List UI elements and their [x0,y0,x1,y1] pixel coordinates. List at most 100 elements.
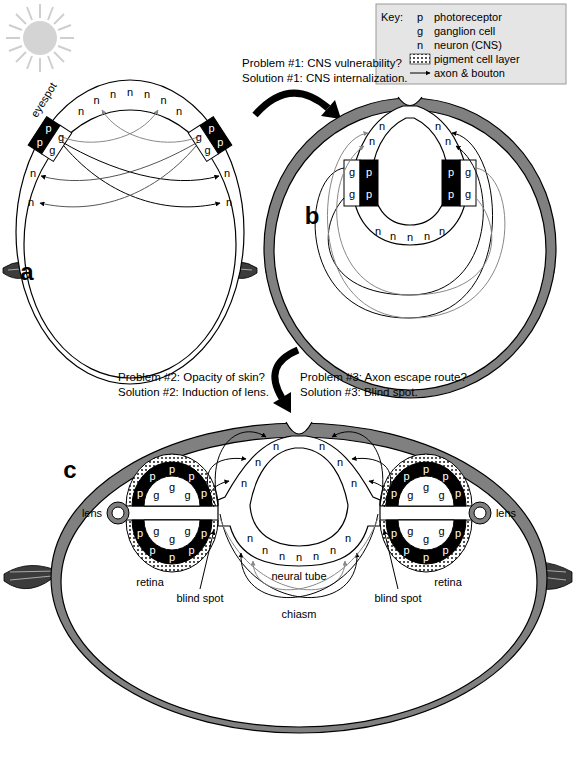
axon [210,481,229,507]
panel-letter: b [305,204,320,228]
cell-letter: p [366,167,372,178]
part-label: lens [82,508,102,519]
part-label: eyespot [29,81,59,120]
cell-letter: g [169,482,175,493]
cell-letter: p [45,123,51,134]
cell-letter: p [201,527,207,538]
axon [62,142,219,181]
cell-letter: g [153,525,159,536]
axon [332,432,383,505]
cell-letter: n [279,551,285,562]
axon [40,146,196,207]
embryo-a [16,80,244,384]
fin-stripe [10,571,55,572]
embryo-b [264,98,556,398]
eye [474,507,486,519]
embryo-c [286,422,312,434]
cell-letter: p [37,136,43,147]
cell-letter: p [201,488,207,499]
axon [328,146,483,295]
cell-letter: p [188,545,194,556]
cell-letter: p [137,488,143,499]
blind-spot-pointer [384,530,398,589]
axon [215,432,266,505]
transition-arrow [255,93,328,115]
cell-letter: n [144,89,150,100]
solution-note: Solution #2: Induction of lens. [118,387,269,399]
solution-note: Solution #3: Blind spot. [300,387,418,399]
cell-letter: g [169,534,175,545]
eye [380,520,472,572]
sun [23,21,57,55]
cell-letter: g [49,145,55,156]
cell-letter: g [407,490,413,501]
cell-letter: n [28,197,34,208]
cell-letter: g [439,525,445,536]
sun [27,56,32,69]
internal-eyespot [344,160,476,206]
cell-letter: n [337,457,343,468]
axon [352,458,391,506]
eye [386,520,466,564]
key-heading: Key: [381,12,403,23]
internal-eyespot [360,160,378,206]
solution-note: Solution #1: CNS internalization. [242,73,408,85]
cell-letter: p [188,470,194,481]
axon [207,458,246,506]
axon [207,432,390,598]
sun [48,7,53,20]
legend-text: axon & bouton [434,68,505,79]
sun [58,46,71,51]
cell-letter: p [455,488,461,499]
embryo-a [24,110,236,378]
sun [9,46,22,51]
cell-letter: p [366,189,372,200]
sun [54,14,64,24]
embryo-b [353,106,467,245]
embryo-b [274,110,546,390]
fin-stripe [10,576,52,580]
cell-letter: n [296,552,302,563]
key-symbol: n [417,40,423,51]
part-label: retina [136,577,164,588]
embryo-b [398,97,422,106]
cell-letter: p [403,545,409,556]
cell-letter: g [185,525,191,536]
embryo-b [372,118,448,225]
internal-eyespot [442,160,460,206]
eye [386,462,466,506]
embryo-c [61,437,537,727]
cell-letter: p [208,123,214,134]
sun [9,25,22,30]
cell-letter: n [319,441,325,452]
eye [107,454,218,572]
panel-letter: a [20,260,33,284]
cell-letter: n [435,121,441,132]
legend-text: ganglion cell [434,26,495,37]
cell-letter: p [391,488,397,499]
cell-letter: p [169,464,175,475]
cell-letter: n [78,106,84,117]
part-label: neural tube [271,571,326,582]
legend-text: pigment cell layer [434,54,520,65]
cell-letter: n [445,136,451,147]
cell-letter: p [448,167,454,178]
cell-letter: n [30,168,36,179]
cell-letter: g [465,189,471,200]
cell-letter: n [247,533,253,544]
cell-letter: p [442,470,448,481]
cell-letter: n [255,457,261,468]
sun [16,14,26,24]
axon [337,146,492,295]
part-label: retina [434,577,462,588]
axon [315,133,505,318]
sun [39,4,41,18]
eyespot [28,117,232,162]
cell-letter: g [439,490,445,501]
axon [41,142,198,181]
cell-letter: n [407,232,413,243]
part-label: lens [496,508,516,519]
cell-letter: g [423,482,429,493]
cell-letter: n [160,95,166,106]
